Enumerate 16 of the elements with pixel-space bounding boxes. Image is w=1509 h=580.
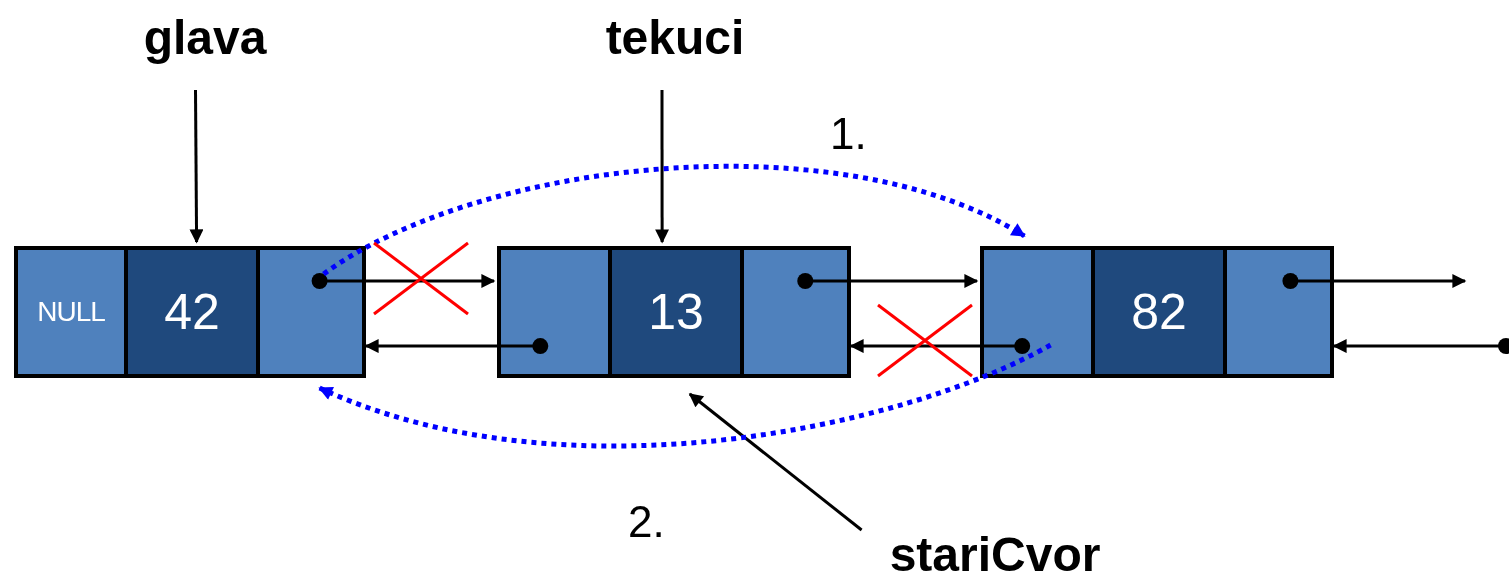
arrow	[311, 273, 496, 289]
pointer-name: stariCvor	[850, 530, 1140, 580]
pointer-name: glava	[110, 8, 300, 68]
arrow	[1332, 338, 1509, 354]
arrow	[849, 338, 1031, 355]
arrow	[364, 338, 549, 355]
arrow	[688, 392, 863, 532]
edge-label: 2.	[628, 500, 665, 544]
dotted-arrow	[322, 163, 1026, 277]
dotted-arrow	[318, 342, 1052, 448]
pointer-name: tekuci	[570, 8, 780, 68]
edge-label: 1.	[830, 112, 867, 156]
arrow	[189, 90, 204, 244]
arrow	[797, 273, 979, 289]
arrow	[655, 90, 670, 244]
arrow	[1282, 273, 1467, 289]
